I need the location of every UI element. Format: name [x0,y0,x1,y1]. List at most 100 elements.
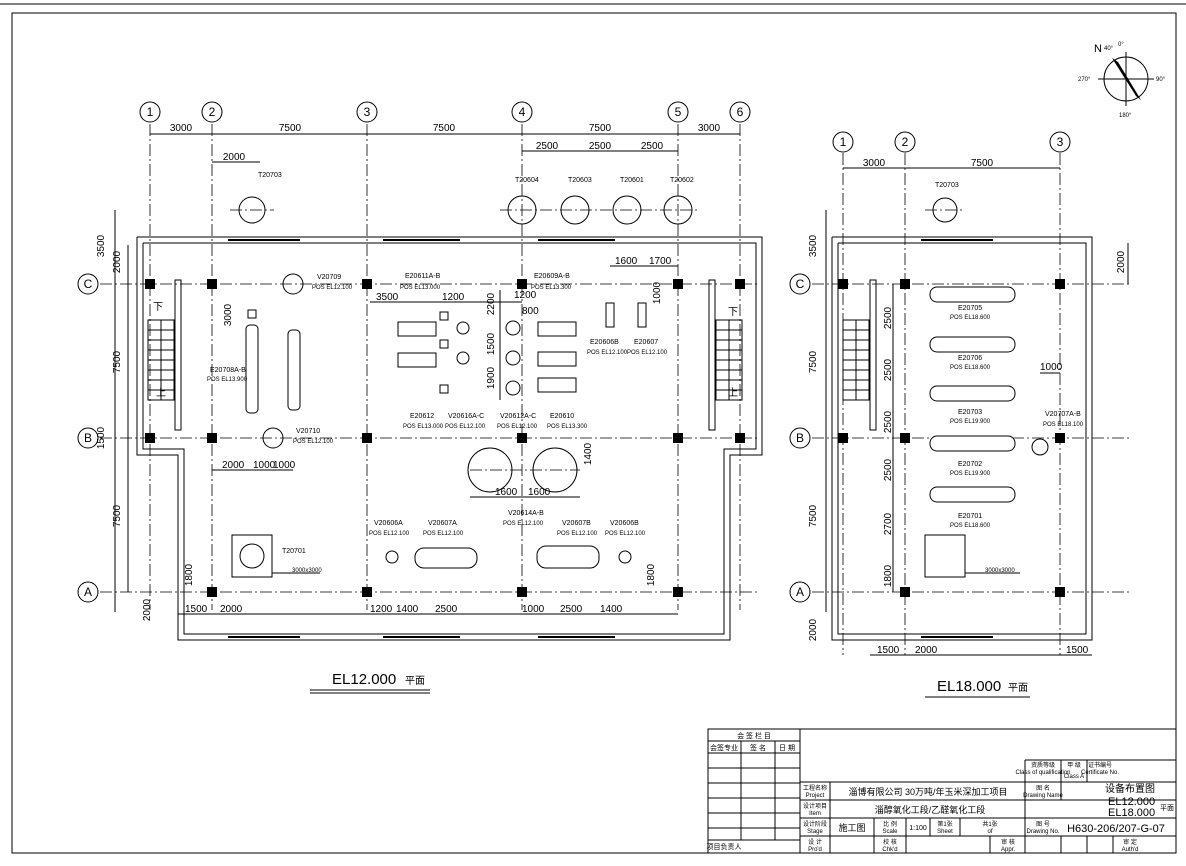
dim-rb-3: 1500 [1066,645,1089,656]
dim-bottom-5: 2500 [435,604,458,615]
equip-E20609-pos: POS EL13.300 [531,285,572,291]
dim-r-1000: 1000 [1040,362,1063,373]
dim-bottom-7: 2500 [560,604,583,615]
dim-bottom-3: 1200 [370,604,393,615]
dim-upper-3: 2500 [641,141,664,152]
sign-col-date: 日 期 [779,744,795,752]
plan-left-title-suffix: 平面 [405,676,425,687]
plan-left-title: EL12.000 [332,671,396,688]
dim-rv-6: 1800 [883,564,894,587]
axis-1: 1 [147,105,154,119]
axis-r1: 1 [840,135,847,149]
equip-E20606B-pos: POS EL12.100 [587,350,628,356]
dim-2200: 2200 [486,292,497,315]
drawing-name-label: 图 名 [1036,784,1050,792]
equip-V20607B-tag: V20607B [562,520,591,527]
stair-up-label: 上 [156,387,166,399]
tank-T20703: T20703 [258,172,282,179]
equip-E20610-tag: E20610 [550,413,574,420]
north-arrow-icon: N 40° 0° 270° 90° 180° [1078,42,1166,119]
drawing-title-line2: EL18.000 [1108,807,1155,819]
dim-left-3: 7500 [112,350,123,373]
tank-T20603: T20603 [568,177,592,184]
equip-E20703-pos: POS EL19.900 [950,419,991,425]
certificate-label-en: Certificate No. [1081,770,1119,776]
equip-E20607-pos: POS EL12.100 [627,350,668,356]
stair-right: 下 上 [708,279,743,431]
design-label: 设 计 [808,838,822,846]
dim-1600a: 1600 [495,487,518,498]
plan-right-title-suffix: 平面 [1008,683,1028,694]
equip-E20702-pos: POS EL19.900 [950,471,991,477]
equip-E20612-pos: POS EL13.000 [403,424,444,430]
scale-label: 比 例 [883,820,897,828]
approve-label: 审 定 [1123,838,1137,846]
dim-1000: 1000 [652,281,663,304]
dim-bottom-6: 1000 [522,604,545,615]
equip-V20612-tag: V20612A-C [500,413,536,420]
dim-left-6: 2000 [142,598,153,621]
axis-5: 5 [675,105,682,119]
item-label-en: Item [809,811,821,817]
stage-label-en: Stage [807,829,823,835]
north-deg0: 0° [1118,42,1124,48]
dim-bottom-1: 1500 [185,604,208,615]
dim-800: 800 [522,306,539,317]
stair-up-label-2: 上 [728,387,738,399]
north-angle: 40° [1104,46,1114,52]
equip-V20710-tag: V20710 [296,428,320,435]
dim-top-2: 7500 [279,123,302,134]
axis-C: C [84,277,93,291]
dim-rtop-2: 7500 [971,158,994,169]
dim-rv-1: 2500 [883,306,894,329]
scale-value: 1:100 [909,825,927,832]
drawing-title-line1: EL12.000 [1108,796,1155,808]
dim-rtop-1: 3000 [863,158,886,169]
dim-1600b: 1600 [528,487,551,498]
dim-rv-5: 2700 [883,512,894,535]
dim-1800b: 1800 [646,563,657,586]
equip-E20708-pos: POS EL13.900 [207,377,248,383]
axis-bubbles-left: 1 2 3 4 5 6 C B A [77,101,751,603]
stair-left: 下 上 [147,279,182,431]
equip-V20606B-pos: POS EL12.100 [605,531,646,537]
dim-upper-2: 2500 [589,141,612,152]
dim-2000b: 2000 [222,460,245,471]
qualification-label-en: Class of qualification [1015,770,1070,776]
dim-3000-v: 3000 [223,303,234,326]
plan-el18: 1 2 3 C B A 3000 7500 3500 7500 7500 200… [789,131,1130,698]
equip-E20706-tag: E20706 [958,355,982,362]
equip-T20701-tag: T20701 [282,548,306,555]
equip-V20709-tag: V20709 [317,274,341,281]
class-label: 甲 级 [1067,761,1081,769]
of-label-en: of [987,829,992,835]
item-label: 设计项目 [803,802,827,810]
axis-rB: B [796,431,804,445]
axis-3: 3 [364,105,371,119]
dim-1000a: 1000 [253,460,276,471]
equip-V20616-pos: POS EL12.100 [445,424,486,430]
approve-label-en: Auth'd [1122,847,1139,853]
dim-rb-2: 2000 [915,645,938,656]
plan-right-title: EL18.000 [937,678,1001,695]
pit-size-r: 3000x3000 [985,568,1015,574]
equip-E20611-pos: POS EL13.000 [400,285,441,291]
certificate-label: 证书编号 [1088,761,1112,769]
dim-left-5: 7500 [112,504,123,527]
equip-V20616-tag: V20616A-C [448,413,484,420]
project-value: 淄博有限公司 30万吨/年玉米深加工项目 [848,786,1007,797]
equip-V20707-tag: V20707A-B [1045,411,1081,418]
axis-r2: 2 [902,135,909,149]
sign-header: 会 签 栏 目 [737,731,771,740]
north-label: N [1094,43,1102,55]
axis-rA: A [796,585,804,599]
dim-top-5: 3000 [698,123,721,134]
qualification-label: 资质等级 [1031,761,1055,769]
tank-T20602: T20602 [670,177,694,184]
dim-top-3: 7500 [433,123,456,134]
tank-r-T20703: T20703 [935,182,959,189]
axis-r3: 3 [1057,135,1064,149]
dim-1700: 1700 [649,256,672,267]
check-label-en: Chk'd [882,847,897,853]
